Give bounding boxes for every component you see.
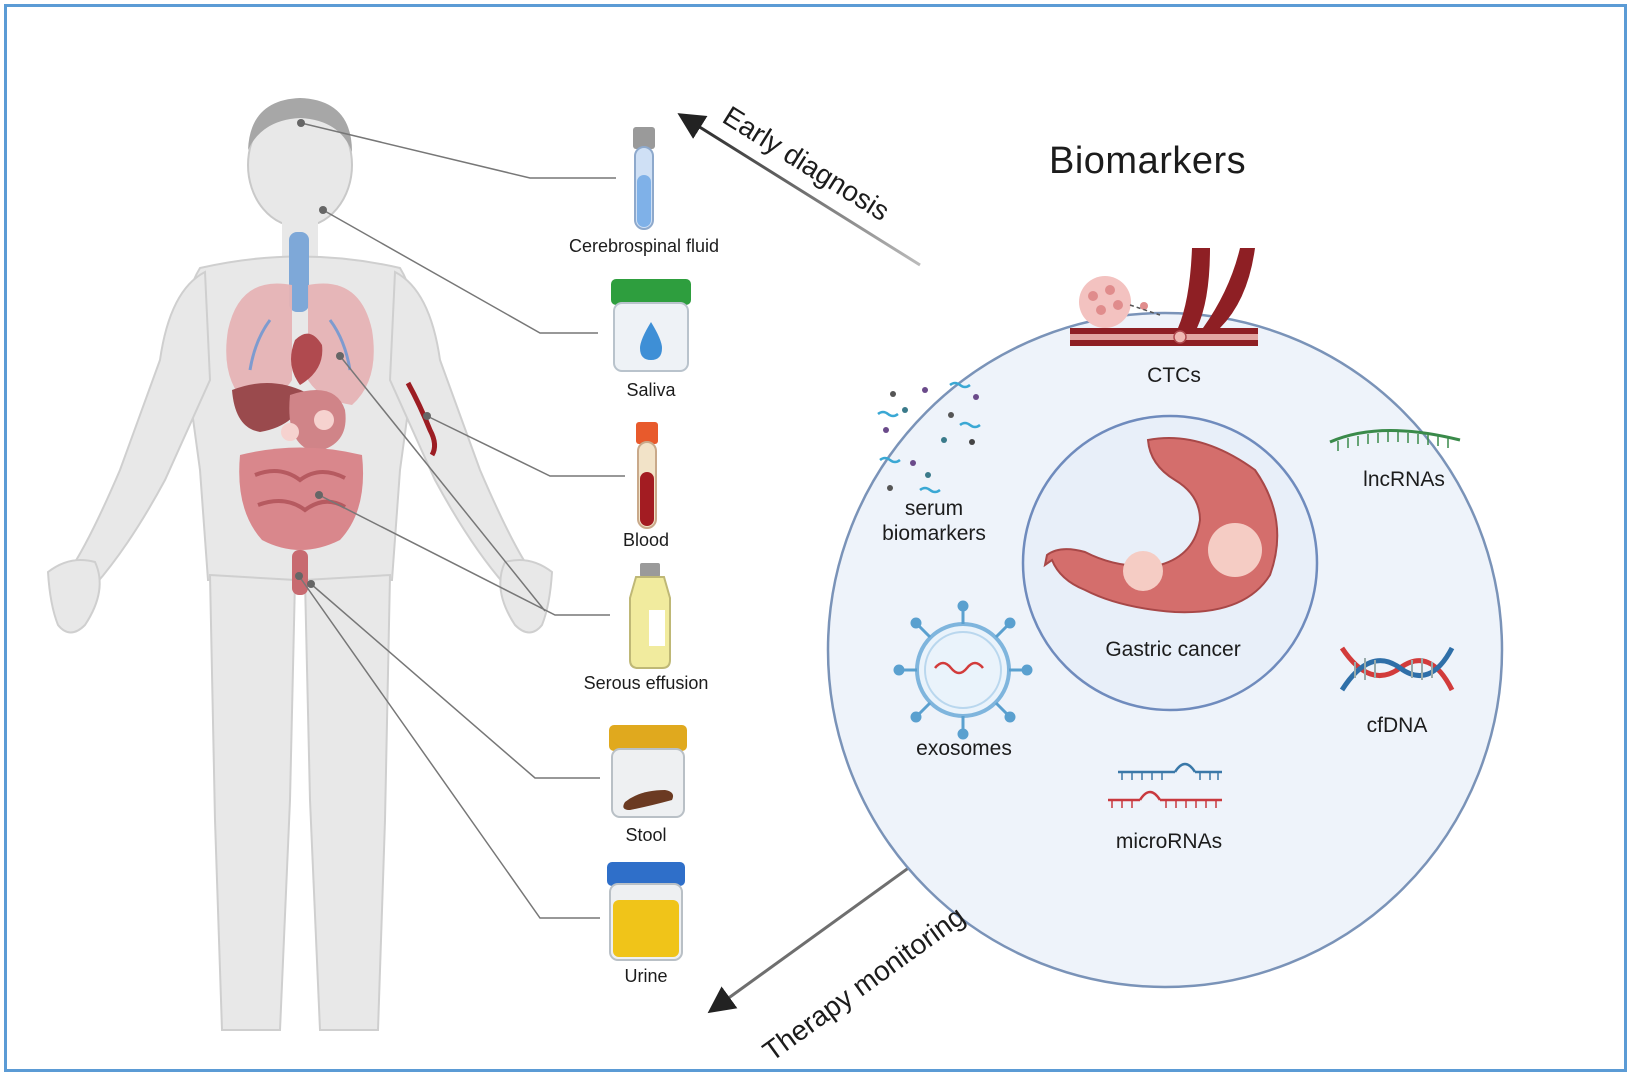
connector-serous [318, 494, 610, 616]
cfdna-icon [1339, 646, 1455, 692]
cfdna-label: cfDNA [1366, 714, 1428, 737]
exosome-icon [893, 600, 1033, 740]
figure-border [4, 4, 1627, 1072]
lncrnas-label: lncRNAs [1363, 468, 1445, 491]
lncrna-icon [1329, 429, 1461, 451]
connector-urine [298, 575, 600, 919]
connector-lines [298, 122, 625, 919]
urine-cup-icon [607, 862, 685, 961]
sample-label-stool: Stool [625, 825, 667, 845]
exosomes-label: exosomes [916, 737, 1012, 760]
stool-jar-icon [609, 725, 687, 818]
sample-label-saliva: Saliva [626, 380, 676, 400]
microrna-icon [1108, 762, 1222, 808]
micrornas-label: microRNAs [1115, 830, 1223, 853]
saliva-jar-icon [611, 279, 691, 372]
blood-tube-icon [636, 422, 658, 529]
serum-biomarkers-label: serum biomarkers [882, 497, 986, 545]
sample-label-blood: Blood [622, 530, 670, 550]
ctcs-label: CTCs [1147, 364, 1201, 387]
gastric-cancer-label: Gastric cancer [1105, 638, 1241, 661]
stomach-icon [1043, 437, 1279, 614]
figure-title: Biomarkers [1049, 140, 1247, 182]
ctc-vessel-icon [1070, 248, 1258, 346]
connector-dots [295, 119, 431, 588]
connector-lung [339, 355, 546, 612]
test-tube-icon [633, 127, 655, 230]
sample-label-csf: Cerebrospinal fluid [568, 236, 720, 256]
arrow-early-diagnosis [677, 113, 921, 267]
connector-blood [426, 415, 625, 477]
bottle-icon [629, 563, 671, 669]
human-body-icon [46, 98, 554, 1031]
connector-stool [310, 583, 600, 779]
serum-biomarkers-icon [877, 381, 981, 494]
sample-label-urine: Urine [624, 966, 668, 986]
connector-saliva [322, 209, 598, 334]
connector-csf [300, 122, 616, 179]
sample-label-serous: Serous effusion [583, 673, 709, 693]
